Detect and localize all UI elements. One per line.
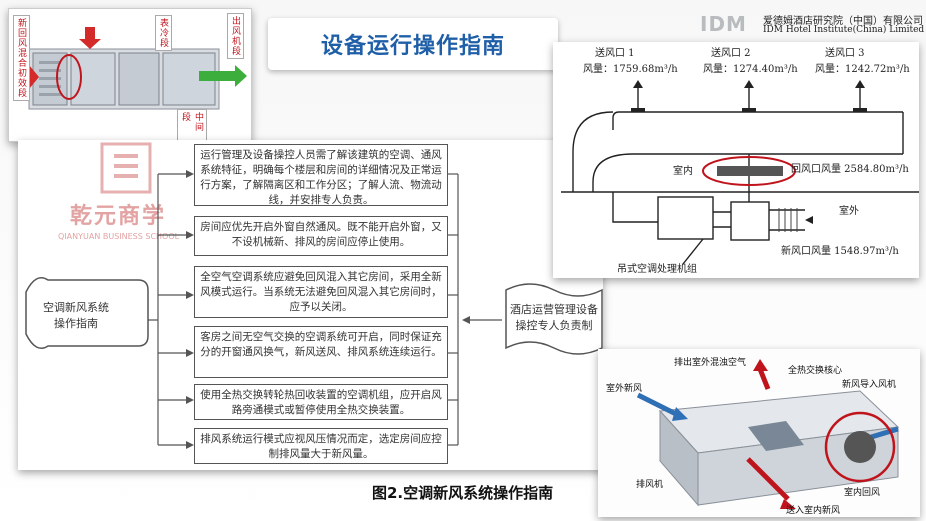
flow-left-node-text: 空调新风系统操作指南 (43, 301, 109, 330)
figure-caption: 图2.空调新风系统操作指南 (372, 484, 554, 502)
flow-step-4: 客房之间无空气交换的空调系统可开启，同时保证充分的开窗通风换气，新风送风、排风系… (194, 326, 448, 378)
flow-step-1: 运行管理及设备操控人员需了解该建筑的空调、通风系统特征，明确每个楼层和房间的详细… (194, 144, 448, 206)
return-air-label: 回风口风量 2584.80m³/h (791, 163, 909, 175)
ahu-photo: 新回风混合初效段 表冷段 出风机段 中间段 (8, 8, 252, 142)
hx-label-outdoor-fresh: 室外新风 (606, 384, 643, 394)
brand-name-en: IDM Hotel Institute(China) Limited (763, 25, 925, 35)
flow-step-6: 排风系统运行模式应视风压情况而定，选定房间应控制排风量大于新风量。 (194, 428, 448, 464)
fresh-air-label: 新风口风量 1548.97m³/h (781, 244, 899, 257)
flowchart-connectors (25, 170, 603, 449)
page-title: 设备运行操作指南 (320, 34, 505, 59)
outlet-2-flow: 风量：1274.40m³/h (703, 63, 798, 75)
watermark-cn: 乾元商学 (70, 204, 167, 229)
hx-label-indoor-return: 室内回风 (844, 488, 881, 498)
hx-label-exhaust-fan: 排风机 (636, 480, 664, 490)
heat-exchanger-illustration (636, 359, 900, 509)
brand-logo: IDM (700, 12, 747, 36)
unit-label: 吊式空调处理机组 (617, 262, 697, 275)
outlet-3-flow: 风量：1242.72m³/h (815, 63, 910, 75)
ahu-illustration (13, 27, 247, 110)
duct-diagram: 送风口 1 风量：1759.68m³/h 送风口 2 风量：1274.40m³/… (553, 42, 919, 278)
flow-step-2: 房间应优先开启外窗自然通风。既不能开启外窗，又不设机械新、排风的房间应停止使用。 (194, 216, 448, 256)
flow-right-node: 酒店运营管理设备操控专人负责制 (498, 280, 606, 352)
hx-label-exhaust-out: 排出室外混浊空气 (674, 358, 747, 368)
flowchart-panel: 乾元商学 QIANYUAN BUSINESS SCHOOL (18, 140, 603, 470)
watermark-emblem-icon (100, 142, 152, 194)
outlet-1-name: 送风口 1 (595, 46, 635, 59)
flow-left-node: 空调新风系统操作指南 (26, 272, 154, 364)
flow-step-5: 使用全热交换转轮热回收装置的空调机组，应开启风路旁通模式或暂停使用全热交换装置。 (194, 384, 448, 420)
hx-label-core: 全热交换核心 (788, 366, 843, 376)
outlet-1-flow: 风量：1759.68m³/h (583, 63, 678, 75)
outlet-2-name: 送风口 2 (711, 46, 751, 59)
outlet-3-name: 送风口 3 (825, 46, 865, 59)
flow-step-3: 全空气空调系统应避免回风混入其它房间，采用全新风模式运行。当系统无法避免回风混入… (194, 266, 448, 318)
brand-name-cn: 爱德姆酒店研究院（中国）有限公司 (763, 16, 923, 27)
title-banner: 设备运行操作指南 (268, 18, 558, 70)
ahu-label-fan: 出风机段 (227, 13, 244, 59)
hx-label-fresh-fan: 新风导入风机 (842, 380, 897, 390)
duct-drawing: 送风口 1 风量：1759.68m³/h 送风口 2 风量：1274.40m³/… (561, 46, 919, 275)
ahu-label-mixing: 新回风混合初效段 (13, 15, 30, 101)
indoor-label: 室内 (673, 164, 693, 177)
hx-label-supply-in: 送入室内新风 (786, 506, 841, 516)
flow-right-node-text: 酒店运营管理设备操控专人负责制 (510, 303, 598, 332)
watermark-en: QIANYUAN BUSINESS SCHOOL (58, 232, 180, 241)
outdoor-label: 室外 (839, 204, 859, 217)
ahu-label-middle: 中间段 (177, 109, 207, 141)
brand-header: IDM 爱德姆酒店研究院（中国）有限公司 IDM Hotel Institute… (700, 12, 925, 38)
ahu-label-cooling: 表冷段 (155, 15, 172, 51)
heat-exchanger-photo: 排出室外混浊空气 全热交换核心 室外新风 新风导入风机 排风机 室内回风 送入室… (598, 349, 920, 517)
